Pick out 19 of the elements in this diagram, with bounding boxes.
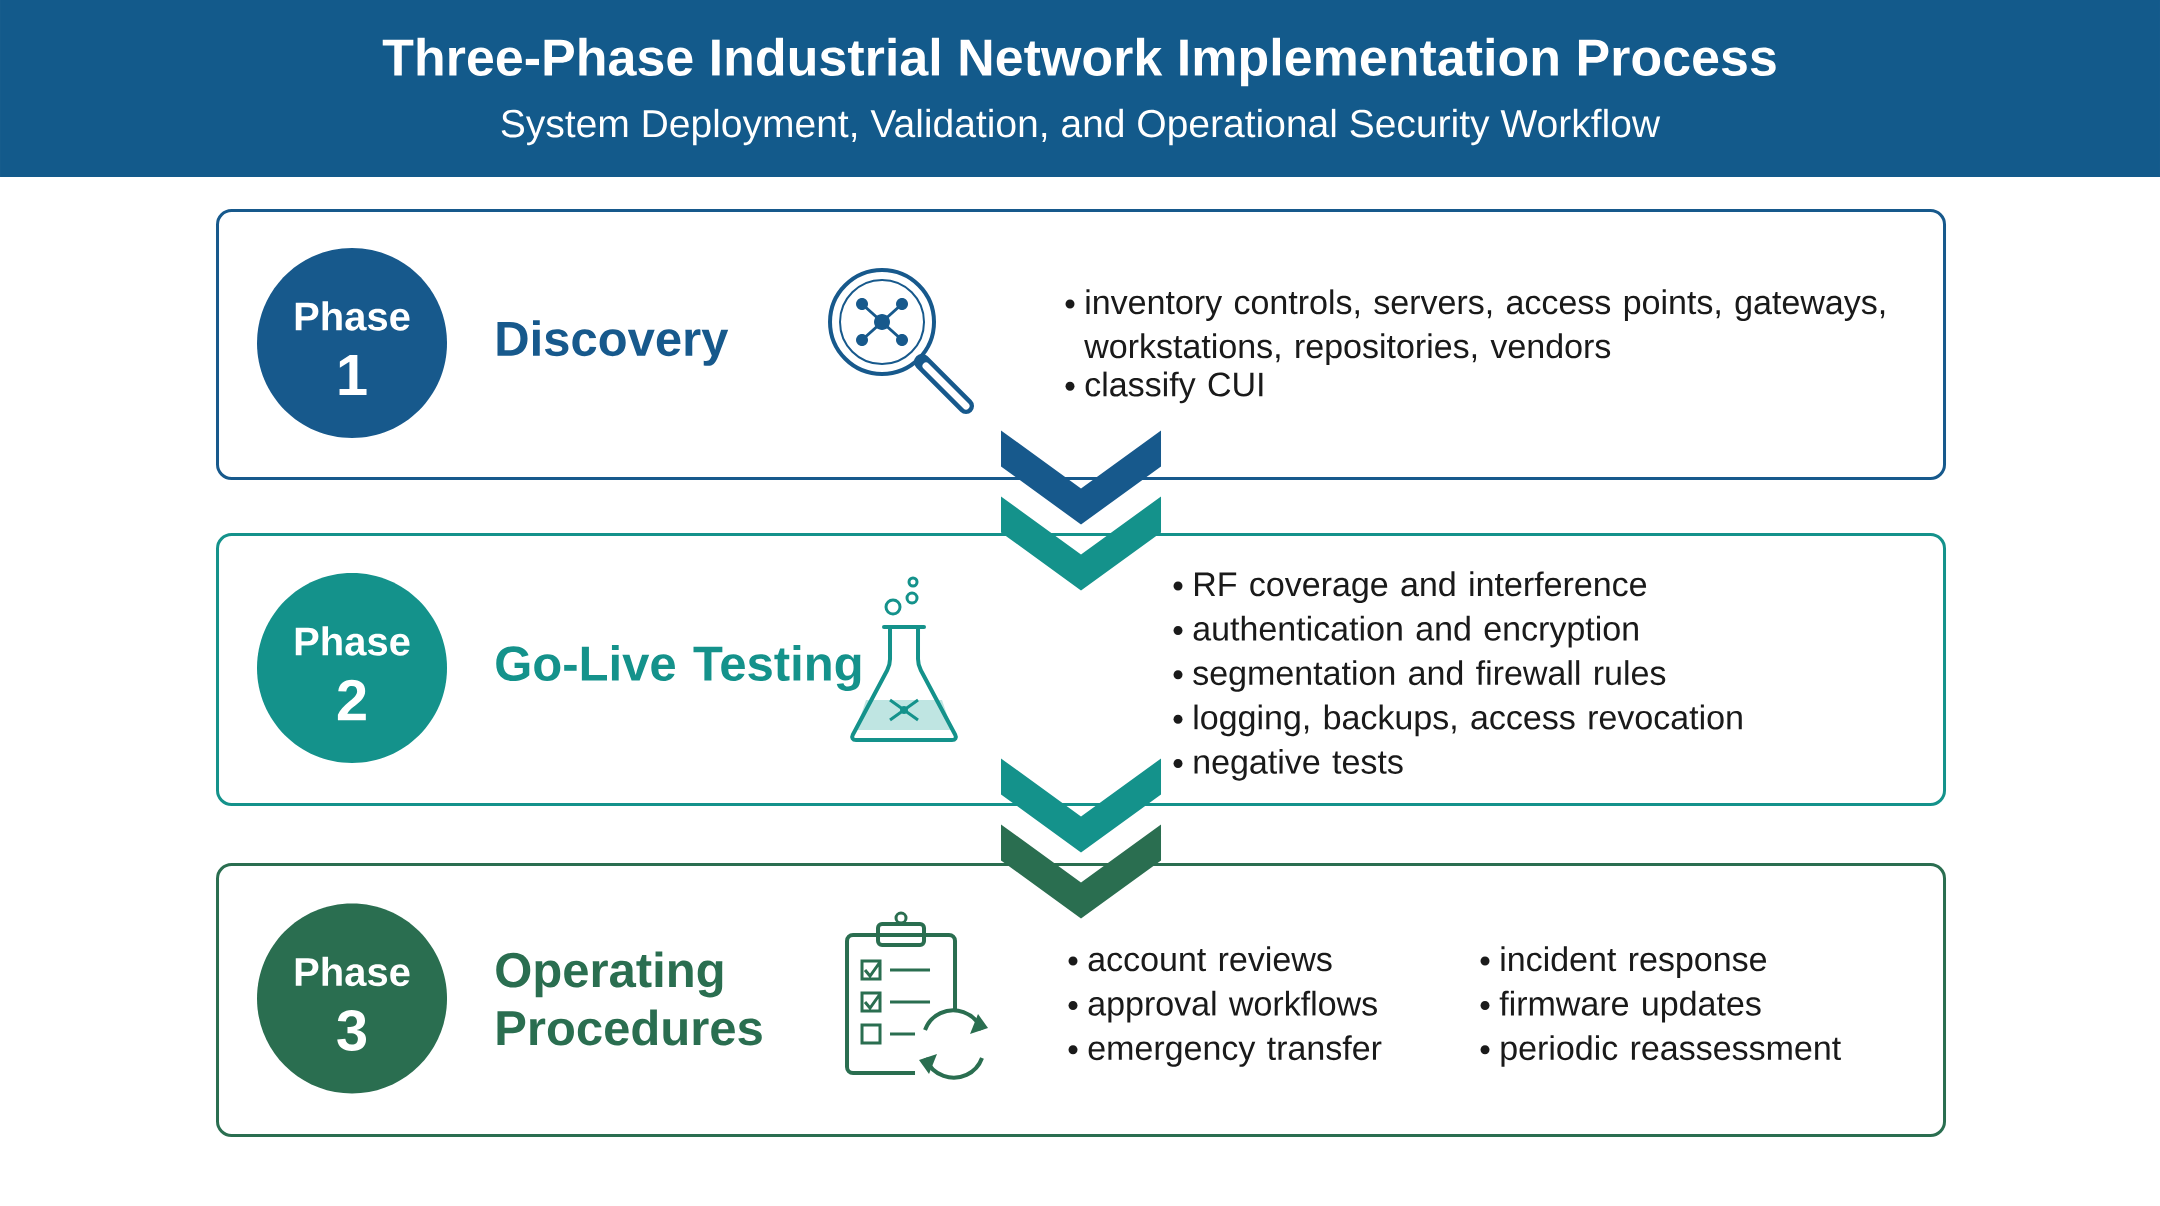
list-item: approval workflows (1068, 990, 1377, 1023)
list-item: logging, backups, access revocation (1173, 704, 1742, 737)
list-item: authentication and encryption (1173, 615, 1638, 648)
list-item: account reviews (1068, 946, 1332, 972)
chevron-arrow (1001, 758, 1161, 919)
subtitle: System Deployment, Validation, and Operational Security Workflow (501, 108, 1661, 146)
phase-heading: Discovery (497, 320, 729, 366)
list-item: classify CUI (1065, 371, 1263, 404)
list-item: RF coverage and interference (1173, 571, 1647, 604)
list-item: negative tests (1173, 748, 1403, 781)
list-item: segmentation and firewall rules (1173, 660, 1666, 692)
list-item: incident response (1480, 946, 1767, 979)
list-item: periodic reassessment (1480, 1035, 1841, 1067)
title: Three-Phase Industrial Network Implementation Process (382, 37, 1776, 87)
list-item: emergency transfer (1068, 1035, 1382, 1067)
phase-heading: Go-Live Testing (496, 645, 861, 691)
list-item: firmware updates (1480, 990, 1761, 1023)
phase-heading: Operating Procedures (496, 951, 762, 1046)
chevron-arrow (1001, 430, 1161, 591)
